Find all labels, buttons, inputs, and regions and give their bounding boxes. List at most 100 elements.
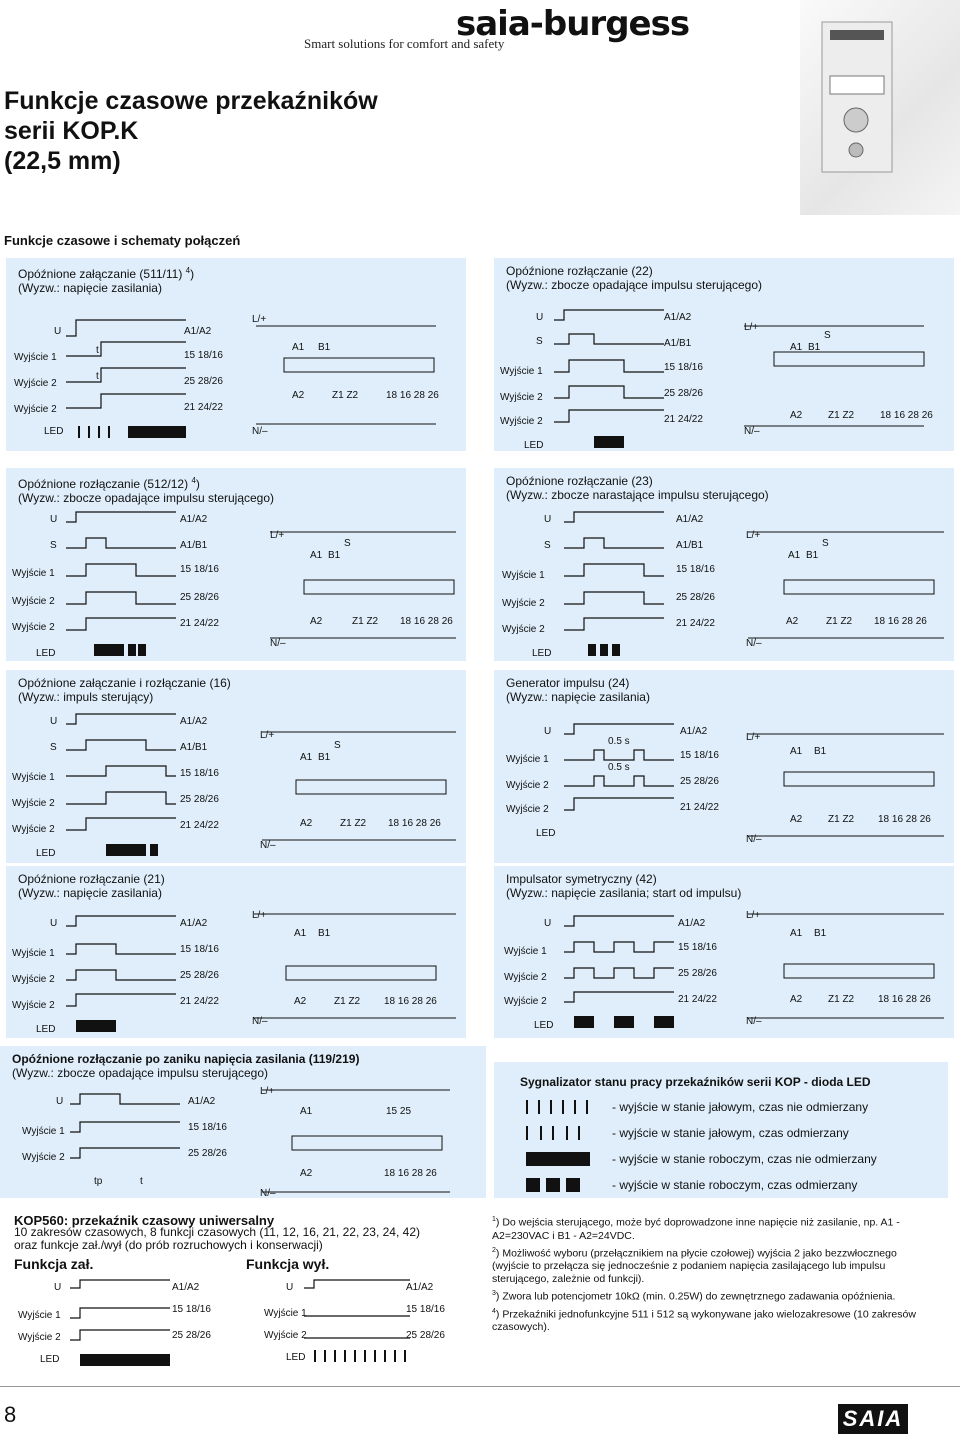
svg-text:A2: A2 [786,616,799,627]
svg-text:18 16 28 26: 18 16 28 26 [384,996,437,1007]
svg-text:A1: A1 [790,928,803,939]
panel-title: Opóźnione rozłączanie (22)(Wyzw.: zbocze… [506,264,763,292]
svg-text:A2: A2 [292,390,305,401]
svg-text:Wyjście 1: Wyjście 1 [500,366,543,377]
led-legend [494,1062,948,1198]
legend-item-3: - wyjście w stanie roboczym, czas nie od… [612,1152,877,1166]
svg-text:Wyjście 2: Wyjście 2 [500,392,543,403]
panel-title: Impulsator symetryczny (42)(Wyzw.: napię… [506,872,742,900]
svg-text:B1: B1 [808,342,821,353]
page-number: 8 [4,1402,17,1427]
product-photo [800,0,960,215]
svg-text:15 25: 15 25 [386,1106,411,1117]
svg-text:A1/A2: A1/A2 [180,918,208,929]
svg-text:LED: LED [36,1024,55,1035]
svg-text:21 24/22: 21 24/22 [676,618,715,629]
saia-logo: SAIA [838,1404,908,1434]
svg-text:15 18/16: 15 18/16 [180,564,219,575]
svg-text:Wyjście 2: Wyjście 2 [22,1152,65,1163]
svg-text:L/+: L/+ [270,530,284,541]
function-off-label: Funkcja wył. [246,1256,330,1272]
footer-divider [0,1386,960,1387]
svg-text:N/–: N/– [260,1188,276,1198]
brand-logo: saia-burgess [456,4,690,44]
svg-text:LED: LED [534,1020,553,1031]
svg-text:Z1 Z2: Z1 Z2 [340,818,367,829]
svg-text:A1/B1: A1/B1 [180,540,208,551]
svg-text:Wyjście 1: Wyjście 1 [18,1310,61,1321]
svg-text:A1: A1 [310,550,323,561]
svg-text:A1/A2: A1/A2 [406,1282,434,1293]
svg-text:Wyjście 1: Wyjście 1 [12,948,55,959]
svg-text:0.5 s: 0.5 s [608,736,630,747]
svg-text:Wyjście 1: Wyjście 1 [14,352,57,363]
svg-text:N/–: N/– [746,834,762,845]
svg-text:B1: B1 [814,746,827,757]
svg-text:N/–: N/– [252,1016,268,1027]
svg-text:Wyjście 2: Wyjście 2 [12,824,55,835]
svg-text:Wyjście 2: Wyjście 2 [12,798,55,809]
svg-text:B1: B1 [318,752,331,763]
svg-text:L/+: L/+ [746,732,760,743]
panel-title: Generator impulsu (24)(Wyzw.: napięcie z… [506,676,650,704]
svg-text:N/–: N/– [270,638,286,649]
panel-title: Opóźnione załączanie i rozłączanie (16)(… [18,676,231,704]
svg-text:Wyjście 1: Wyjście 1 [12,568,55,579]
svg-text:Wyjście 2: Wyjście 2 [502,598,545,609]
footnote-1: 1) Do wejścia sterującego, może być dopr… [492,1216,900,1242]
footnote-2: 2) Możliwość wyboru (przełącznikiem na p… [492,1246,897,1286]
svg-text:Wyjście 1: Wyjście 1 [12,772,55,783]
svg-text:A1/A2: A1/A2 [680,726,708,737]
svg-text:LED: LED [532,648,551,659]
panel-title: Opóźnione rozłączanie po zaniku napięcia… [12,1052,360,1080]
svg-text:B1: B1 [318,342,331,353]
svg-text:A1: A1 [294,928,307,939]
svg-text:LED: LED [44,426,63,437]
svg-text:A1/A2: A1/A2 [180,514,208,525]
svg-text:15 18/16: 15 18/16 [188,1122,227,1133]
svg-text:A1/A2: A1/A2 [676,514,704,525]
svg-text:25 28/26: 25 28/26 [680,776,719,787]
svg-text:A1: A1 [788,550,801,561]
svg-text:N/–: N/– [746,638,762,649]
section-title: Funkcje czasowe i schematy połączeń [4,233,241,248]
svg-text:Z1 Z2: Z1 Z2 [352,616,379,627]
svg-text:Z1 Z2: Z1 Z2 [826,616,853,627]
panel-24: Generator impulsu (24)(Wyzw.: napięcie z… [494,670,954,863]
svg-text:B1: B1 [328,550,341,561]
svg-text:18 16 28 26: 18 16 28 26 [874,616,927,627]
svg-text:15 18/16: 15 18/16 [406,1304,445,1315]
legend-item-1: - wyjście w stanie jałowym, czas nie odm… [612,1100,869,1114]
svg-text:B1: B1 [806,550,819,561]
svg-text:25 28/26: 25 28/26 [180,794,219,805]
svg-text:A1/B1: A1/B1 [180,742,208,753]
svg-text:21 24/22: 21 24/22 [664,414,703,425]
svg-text:A1/B1: A1/B1 [676,540,704,551]
svg-text:Z1 Z2: Z1 Z2 [828,994,855,1005]
svg-text:A1: A1 [790,342,803,353]
svg-text:LED: LED [36,848,55,859]
svg-text:21 24/22: 21 24/22 [680,802,719,813]
svg-text:L/+: L/+ [260,730,274,741]
svg-text:U: U [54,1282,61,1293]
svg-text:25 28/26: 25 28/26 [184,376,223,387]
svg-text:18 16 28 26: 18 16 28 26 [880,410,933,421]
svg-text:A1: A1 [300,1106,313,1117]
svg-text:21 24/22: 21 24/22 [184,402,223,413]
svg-text:A1/A2: A1/A2 [172,1282,200,1293]
svg-text:U: U [286,1282,293,1293]
svg-text:S: S [544,540,551,551]
svg-text:21 24/22: 21 24/22 [678,994,717,1005]
svg-text:LED: LED [40,1354,59,1365]
svg-text:U: U [536,312,543,323]
svg-text:18 16 28 26: 18 16 28 26 [384,1168,437,1179]
svg-text:25 28/26: 25 28/26 [676,592,715,603]
svg-text:U: U [544,726,551,737]
svg-text:LED: LED [524,440,543,451]
legend-item-4: - wyjście w stanie roboczym, czas odmier… [612,1178,858,1192]
panel-42: Impulsator symetryczny (42)(Wyzw.: napię… [494,866,954,1038]
svg-text:25 28/26: 25 28/26 [172,1330,211,1341]
svg-text:Wyjście 2: Wyjście 2 [12,622,55,633]
